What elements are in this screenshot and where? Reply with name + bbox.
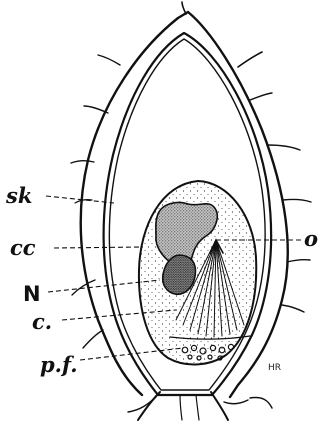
label-cc: cc — [10, 235, 36, 260]
artist-signature: HR — [268, 363, 281, 373]
label-sk: sk — [5, 183, 32, 208]
label-o: o — [304, 226, 318, 251]
label-N: N — [23, 282, 41, 306]
label-pf: p.f. — [40, 352, 78, 377]
base-stalk — [128, 392, 272, 420]
leader-cc — [54, 247, 143, 248]
leader-sk — [46, 196, 114, 203]
label-c: c. — [32, 309, 52, 334]
